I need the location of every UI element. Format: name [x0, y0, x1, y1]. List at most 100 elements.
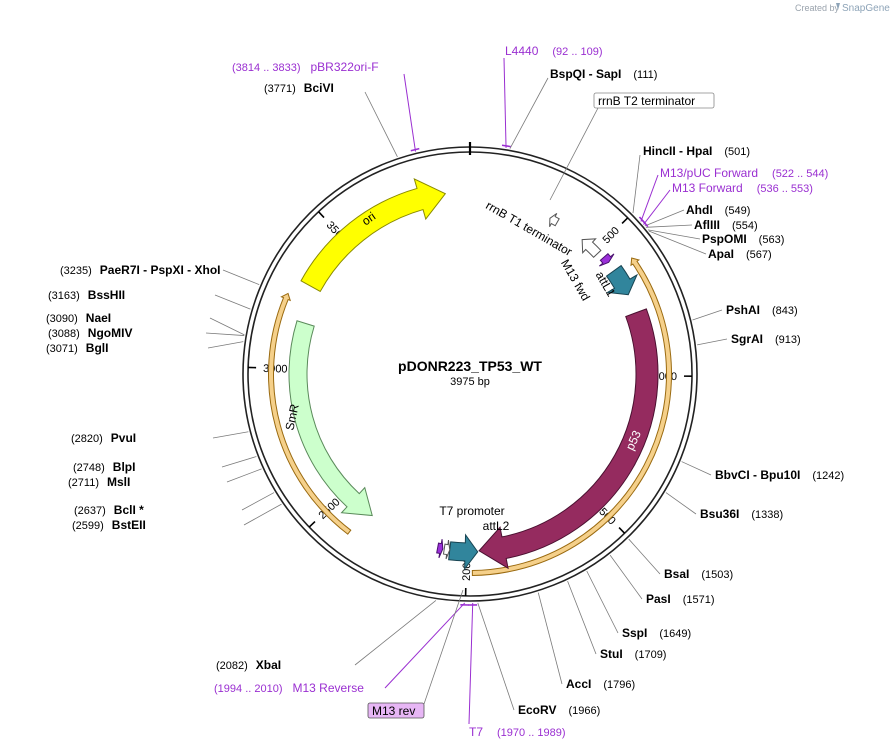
enzyme-site-bsu36i[interactable]: Bsu36I(1338) [700, 507, 783, 521]
enzyme-name: AccI [566, 677, 591, 691]
feature-attl2-label: attL2 [483, 519, 510, 533]
enzyme-position: (2711) [68, 477, 99, 489]
enzyme-site-bcivi[interactable]: (3771)BciVI [264, 81, 334, 95]
enzyme-leader-xbai [354, 600, 437, 666]
enzyme-position: (1242) [812, 470, 844, 482]
primer-name: M13 Reverse [293, 681, 365, 695]
tick-500 [621, 217, 629, 224]
primer-pbr322ori-f[interactable]: (3814 .. 3833)pBR322ori-F [232, 60, 379, 74]
enzyme-site-apai[interactable]: ApaI(567) [708, 247, 772, 261]
primer-leader-m13-reverse [384, 602, 466, 689]
orf-arc-orf-outer-left[interactable] [268, 292, 352, 535]
enzyme-position: (1649) [659, 628, 691, 640]
orf-arcs [268, 257, 672, 576]
feature-p53-arrow[interactable] [478, 308, 659, 570]
enzyme-site-stui[interactable]: StuI(1709) [600, 647, 666, 661]
enzyme-position: (1503) [701, 569, 733, 581]
enzyme-position: (3071) [46, 343, 78, 355]
enzyme-position: (2082) [216, 660, 248, 672]
enzyme-site-bcli[interactable]: (2637)BclI * [74, 503, 144, 517]
enzyme-position: (1966) [568, 705, 600, 717]
rrnb-t2-leader [549, 107, 599, 201]
primer-range: (536 .. 553) [757, 183, 813, 195]
feature-ori-arrow[interactable] [300, 177, 447, 293]
enzyme-position: (3235) [60, 265, 92, 277]
feature-rrnbt2-arrow[interactable] [549, 212, 560, 227]
enzyme-position: (501) [724, 146, 750, 158]
feature-m13fwd-arrow[interactable] [599, 253, 615, 267]
enzyme-site-msli[interactable]: (2711)MslI [68, 475, 130, 489]
enzyme-site-ecorv[interactable]: EcoRV (1966) [518, 703, 600, 717]
enzyme-leader-ecorv [477, 602, 515, 711]
enzyme-site-afliii[interactable]: AflIII (554) [694, 218, 758, 232]
enzyme-position: (843) [772, 305, 798, 317]
primer-range: (1994 .. 2010) [214, 683, 283, 695]
enzyme-site-pspomi[interactable]: PspOMI (563) [702, 232, 784, 246]
enzyme-isoschizomer: - Bpu10I [750, 468, 801, 482]
enzyme-site-paer7i-pspxi-xhoi[interactable]: (3235) PaeR7I - PspXI - XhoI [60, 263, 221, 277]
enzyme-leader-sgrai [697, 338, 728, 346]
enzyme-leader-sspi [586, 570, 619, 634]
enzyme-name: BlpI [113, 460, 136, 474]
primer-m13-reverse[interactable]: (1994 .. 2010) M13 Reverse [214, 681, 364, 695]
enzyme-leader-bsai [628, 538, 661, 575]
primer-m13-forward[interactable]: M13 Forward(536 .. 553) [672, 181, 813, 195]
tick-label-3000: 3000 [263, 363, 288, 376]
enzyme-site-blpi[interactable]: (2748)BlpI [73, 460, 135, 474]
enzyme-site-ahdi[interactable]: AhdI(549) [686, 203, 750, 217]
enzyme-name: BclI * [114, 503, 144, 517]
primer-l4440[interactable]: L4440(92 .. 109) [505, 44, 603, 58]
enzyme-name: PaeR7I - PspXI - XhoI [100, 263, 221, 277]
enzyme-site-bgli[interactable]: (3071) BglI [46, 341, 108, 355]
enzyme-site-sspi[interactable]: SspI(1649) [622, 626, 691, 640]
m13-rev-box[interactable]: M13 rev [367, 702, 425, 719]
enzyme-site-pvui[interactable]: (2820)PvuI [71, 431, 136, 445]
enzyme-name: AflIII [694, 218, 720, 232]
enzyme-site-bbvci[interactable]: BbvCI - Bpu10I(1242) [715, 468, 844, 482]
enzyme-leader-pvui [212, 431, 249, 439]
enzyme-name: XbaI [256, 658, 281, 672]
enzyme-site-bspqi[interactable]: BspQI - SapI(111) [550, 67, 657, 81]
backbone [242, 146, 698, 602]
enzyme-name: SgrAI [731, 332, 763, 346]
backbone-outer-ring [242, 146, 698, 602]
enzyme-leader-pshai [692, 309, 723, 321]
snapgene-logo-icon [836, 3, 840, 10]
enzyme-site-acci[interactable]: AccI(1796) [566, 677, 635, 691]
enzyme-site-bsai[interactable]: BsaI(1503) [664, 567, 733, 581]
enzyme-leader-bgli [207, 341, 244, 349]
enzyme-site-bsshii[interactable]: (3163)BssHII [48, 288, 125, 302]
feature-attl1-arrow[interactable] [605, 264, 639, 296]
enzyme-site-bsteii[interactable]: (2599)BstEII [72, 518, 146, 532]
enzyme-site-hincii[interactable]: HincII - HpaI(501) [643, 144, 750, 158]
feature-t7prom-arrow[interactable] [442, 540, 451, 560]
enzyme-site-pshai[interactable]: PshAI(843) [726, 303, 798, 317]
feature-rrnbt1-arrow[interactable] [581, 238, 602, 258]
enzyme-position: (563) [759, 234, 785, 246]
enzyme-leader-paer7i-pspxi-xhoi [222, 269, 260, 285]
feature-attl2-arrow[interactable] [448, 533, 479, 571]
enzyme-leader-ngomiv [205, 332, 245, 336]
feature-smr-arrow[interactable] [288, 320, 373, 517]
enzyme-leader-stui [567, 581, 597, 655]
primer-leader-m13-puc-forward [640, 174, 659, 222]
enzyme-leader-blpi [221, 456, 257, 468]
primer-t7[interactable]: T7(1970 .. 1989) [469, 725, 566, 739]
enzyme-site-pasi[interactable]: PasI(1571) [646, 592, 714, 606]
enzyme-leader-apai [648, 230, 707, 255]
enzyme-name: PspOMI [702, 232, 747, 246]
orf-arc-orf-outer-right[interactable] [471, 257, 672, 576]
rrnb-t2-terminator-box[interactable]: rrnB T2 terminator [593, 92, 715, 109]
enzyme-leader-msli [226, 468, 262, 483]
enzyme-site-ngomiv[interactable]: (3088)NgoMIV [48, 326, 132, 340]
enzyme-name: BglI [86, 341, 109, 355]
enzyme-site-naei[interactable]: (3090)NaeI [46, 311, 111, 325]
enzyme-position: (554) [732, 220, 758, 232]
feature-m13rev-arrow[interactable] [436, 539, 444, 559]
primer-leader-pbr322ori-f [403, 73, 417, 152]
enzyme-site-xbai[interactable]: (2082) XbaI [216, 658, 281, 672]
primer-m13-puc-forward[interactable]: M13/pUC Forward(522 .. 544) [660, 166, 828, 180]
enzyme-name: EcoRV [518, 703, 556, 717]
enzyme-leader-bsshii [214, 294, 251, 310]
enzyme-site-sgrai[interactable]: SgrAI(913) [731, 332, 801, 346]
